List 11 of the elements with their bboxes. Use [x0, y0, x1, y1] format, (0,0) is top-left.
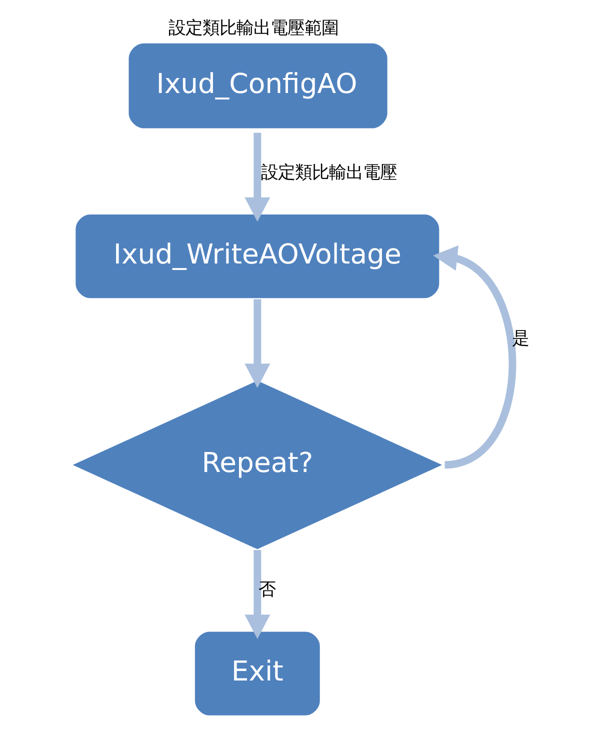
edge-label: 設定類比輸出電壓: [260, 162, 397, 182]
arrow: [244, 550, 270, 638]
node-box: Ixud_ConfigAO: [128, 42, 387, 128]
arrow: [432, 244, 516, 468]
node-box: Ixud_WriteAOVoltage: [74, 212, 440, 299]
arrow: [244, 132, 270, 222]
edge-label: 是: [511, 328, 528, 349]
node-box: Exit: [193, 630, 321, 716]
node-label: 設定類比輸出電壓範圍: [168, 18, 338, 38]
arrow: [244, 298, 270, 388]
edge-label: 否: [258, 580, 275, 600]
